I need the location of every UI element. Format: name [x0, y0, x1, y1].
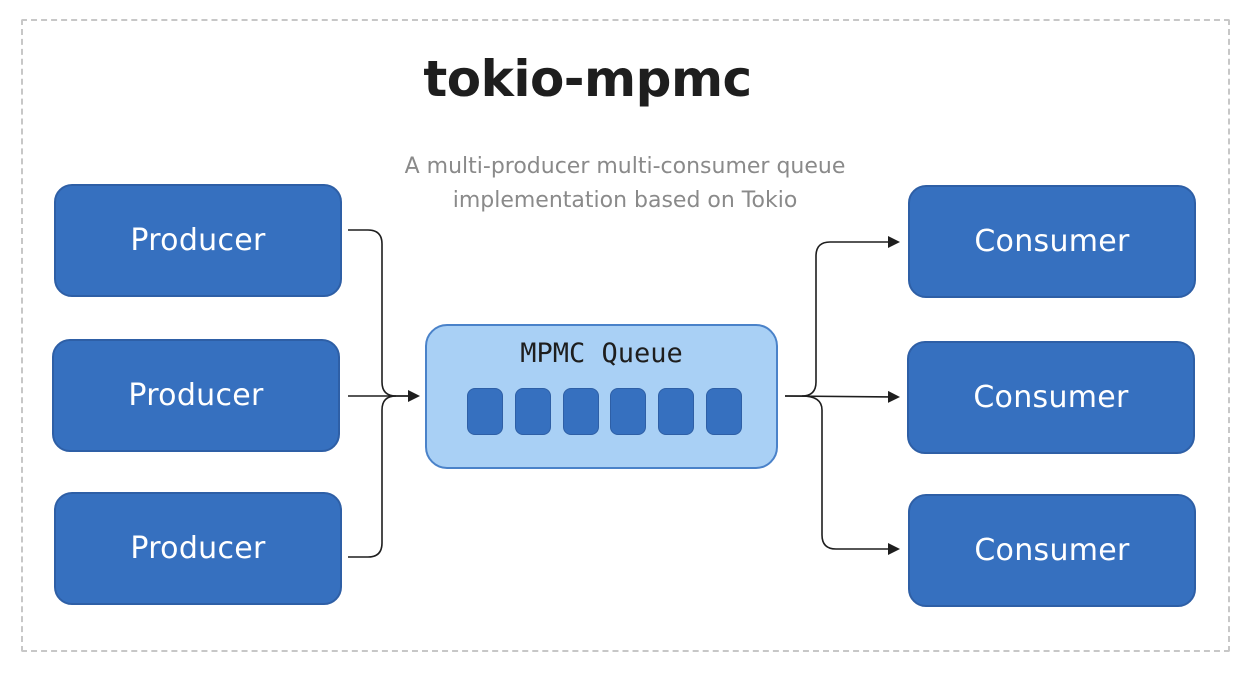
queue-slot: [706, 388, 742, 435]
queue-slot: [467, 388, 503, 435]
queue-slot: [515, 388, 551, 435]
producer-node-2: Producer: [52, 339, 340, 452]
queue-slot: [563, 388, 599, 435]
queue-slot: [610, 388, 646, 435]
diagram-subtitle: A multi-producer multi-consumer queue im…: [320, 150, 930, 218]
queue-label: MPMC Queue: [520, 338, 683, 369]
subtitle-line-1: A multi-producer multi-consumer queue: [404, 154, 846, 179]
diagram-title: tokio-mpmc: [423, 50, 752, 108]
producer-1-connector: [348, 229, 410, 397]
diagram-frame: [21, 19, 1230, 652]
consumer-1-arrow: [785, 236, 900, 397]
consumer-node-3: Consumer: [908, 494, 1196, 607]
consumer-node-2: Consumer: [907, 341, 1195, 454]
consumer-node-1: Consumer: [908, 185, 1196, 298]
producer-node-1: Producer: [54, 184, 342, 297]
consumer-3-arrow: [801, 395, 900, 555]
producer-3-connector: [348, 395, 397, 558]
subtitle-line-2: implementation based on Tokio: [452, 188, 798, 213]
queue-slot: [658, 388, 694, 435]
producer-node-3: Producer: [54, 492, 342, 605]
consumer-2-arrow: [784, 390, 900, 403]
